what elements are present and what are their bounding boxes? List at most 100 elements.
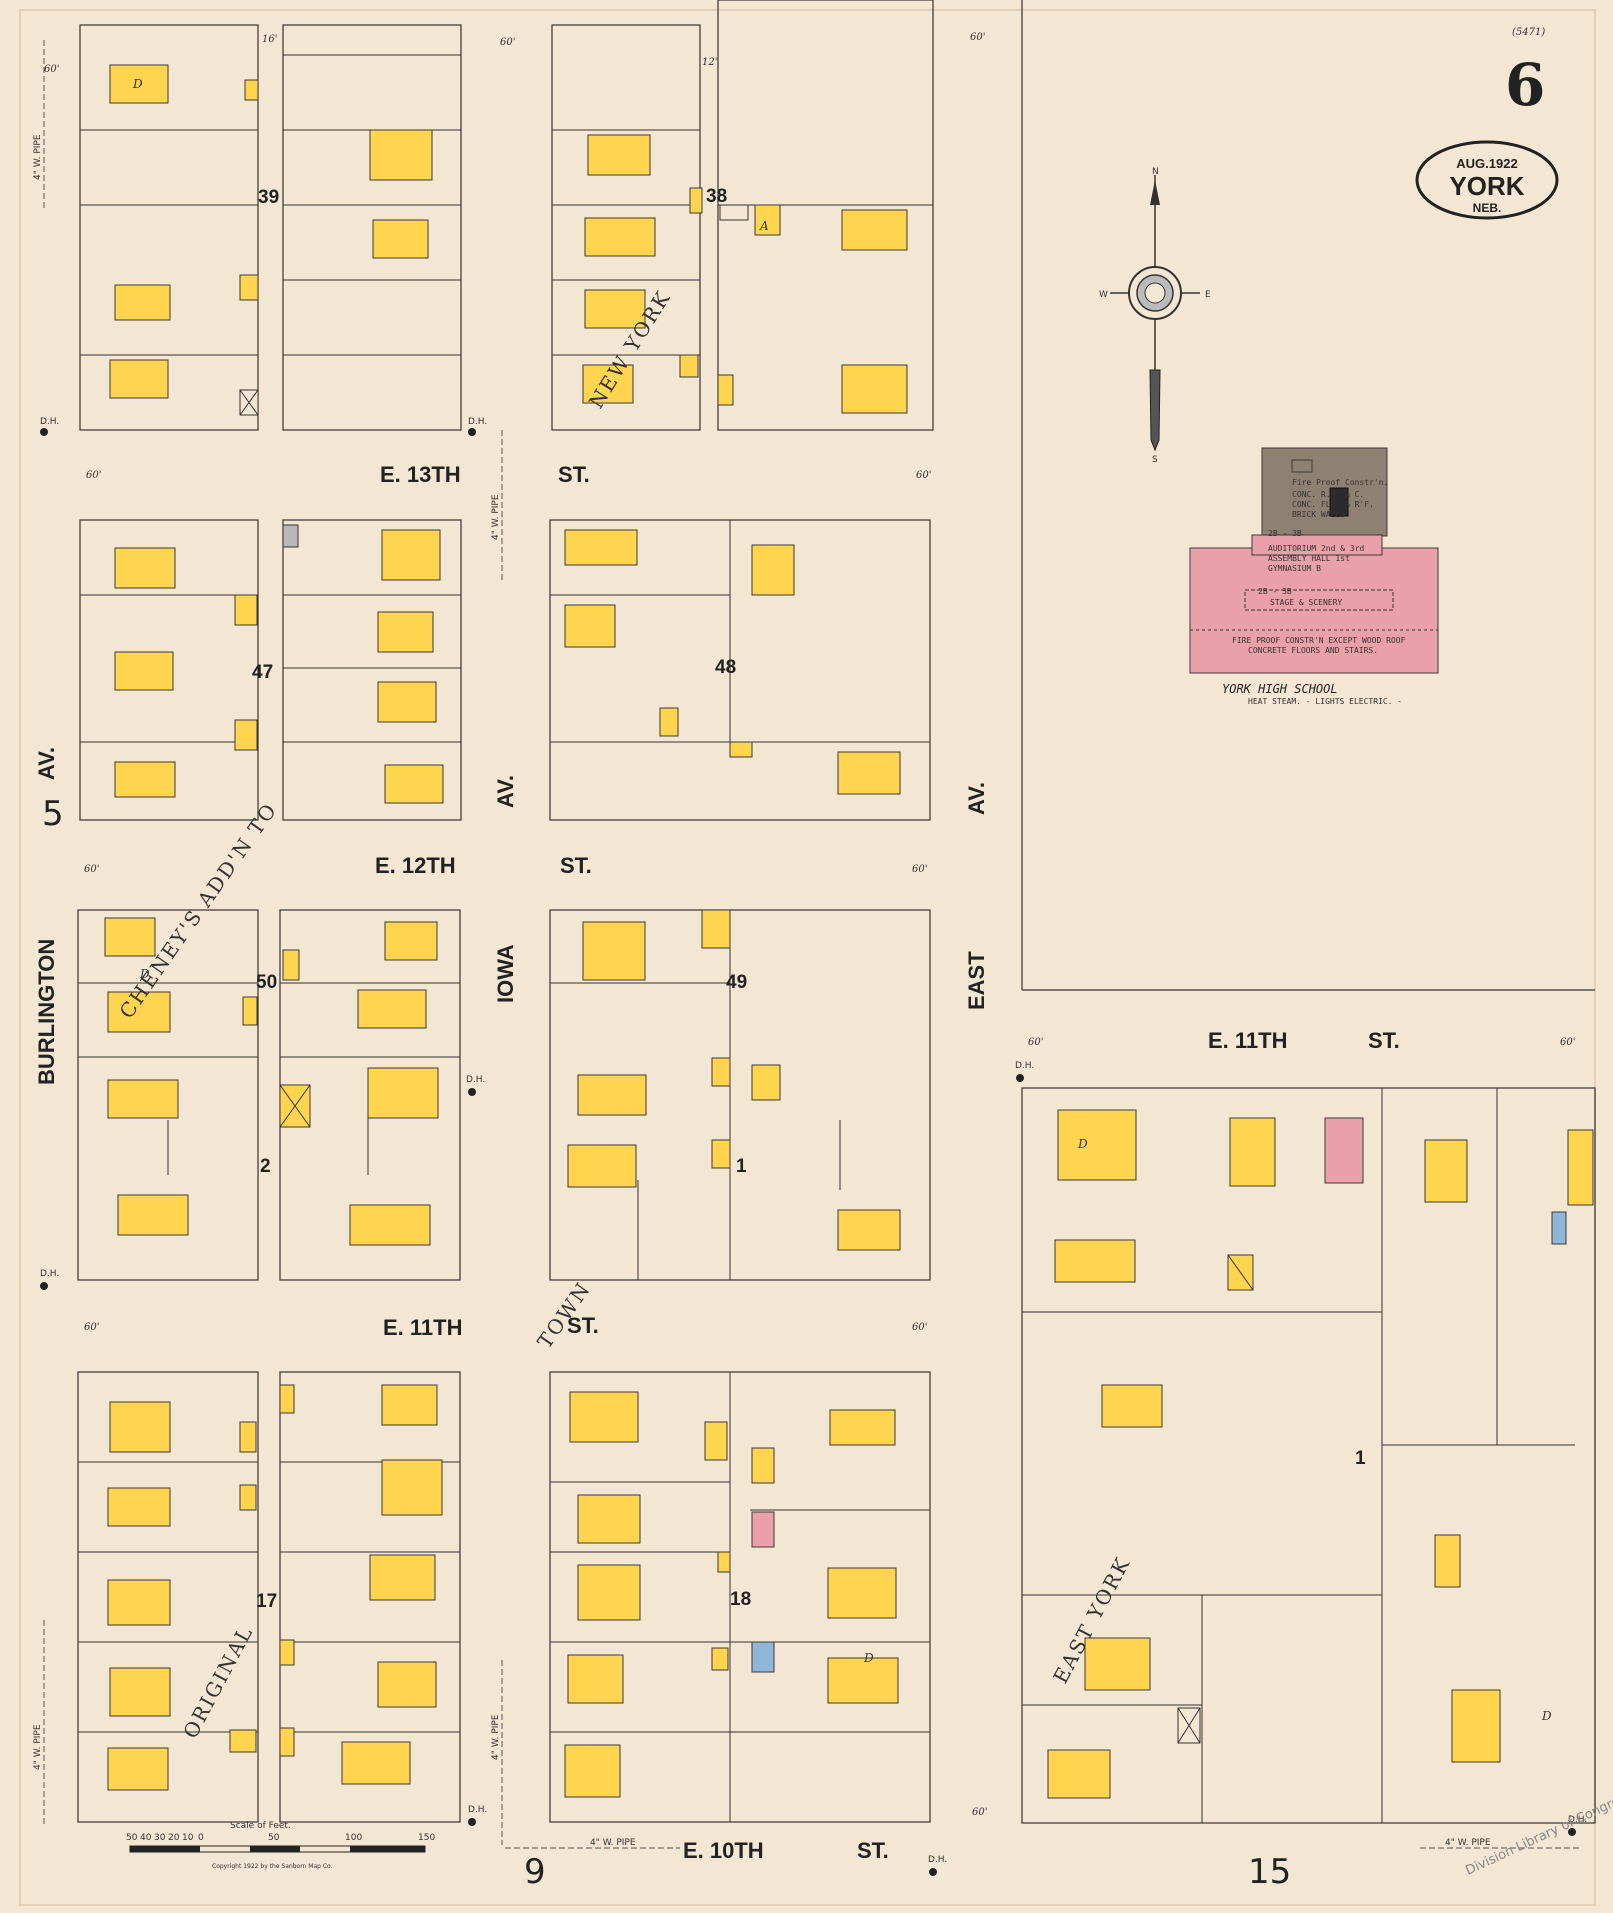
block-38 bbox=[551, 0, 934, 431]
block-number-2: 2 bbox=[260, 1156, 271, 1177]
street-width-label: 16' bbox=[262, 34, 277, 45]
block-50 bbox=[77, 909, 461, 1281]
scale-tick: 20 bbox=[168, 1833, 180, 1843]
block-east-york-1 bbox=[1021, 1087, 1596, 1824]
map-state: NEB. bbox=[1473, 201, 1502, 215]
map-border bbox=[19, 9, 1596, 1906]
hydrant-icon bbox=[40, 428, 48, 436]
hydrant-label: D.H. bbox=[468, 1805, 487, 1815]
block-number-1: 1 bbox=[736, 1156, 747, 1177]
hydrant-icon bbox=[468, 1088, 476, 1096]
dwelling-tag: D bbox=[139, 967, 150, 981]
scale-tick: 0 bbox=[198, 1833, 204, 1843]
copyright: Copyright 1922 by the Sanborn Map Co. bbox=[212, 1863, 333, 1870]
pipe-label-2: 4" W. PIPE bbox=[491, 494, 501, 540]
street-width-label: 60' bbox=[912, 864, 927, 875]
block-number-39: 39 bbox=[258, 187, 279, 208]
dwelling-tag: D bbox=[863, 1651, 874, 1665]
dwelling-tag: D bbox=[1077, 1137, 1088, 1151]
school-title: YORK HIGH SCHOOL bbox=[1222, 682, 1338, 696]
svg-text:N: N bbox=[1152, 167, 1159, 177]
svg-text:E: E bbox=[1205, 290, 1211, 300]
block-48 bbox=[549, 519, 931, 821]
street-width-label: 60' bbox=[1028, 1037, 1043, 1048]
street-burlington-av: AV. bbox=[34, 747, 59, 780]
school-annex-note: Fire Proof Constr'n. bbox=[1292, 478, 1388, 487]
street-width-label: 60' bbox=[912, 1322, 927, 1333]
hydrant-icon bbox=[1568, 1828, 1576, 1836]
hydrant-label: D.H. bbox=[1568, 1815, 1587, 1825]
hydrant-label: D.H. bbox=[466, 1075, 485, 1085]
dwelling-tag: D bbox=[1541, 1709, 1552, 1723]
dwelling-tag: D bbox=[132, 77, 143, 91]
street-iowa-av: AV. bbox=[493, 775, 518, 808]
pipe-label-4: 4" W. PIPE bbox=[491, 1714, 501, 1760]
street-e13: E. 13TH bbox=[380, 462, 461, 487]
auto-tag: A bbox=[759, 219, 769, 233]
adjacent-sheet-left: 5 bbox=[42, 794, 64, 834]
street-e10-st: ST. bbox=[857, 1838, 889, 1863]
block-number-49: 49 bbox=[726, 972, 747, 993]
hydrant-icon bbox=[929, 1868, 937, 1876]
street-e11-st: ST. bbox=[567, 1313, 599, 1338]
adjacent-sheet-bottom-left: 9 bbox=[524, 1852, 546, 1892]
school-stage-stories: 2B - 3B bbox=[1258, 587, 1292, 596]
school-auditorium: AUDITORIUM 2nd & 3rd bbox=[1268, 544, 1365, 553]
hydrant-label: D.H. bbox=[1015, 1061, 1034, 1071]
school-construction-2: CONCRETE FLOORS AND STAIRS. bbox=[1248, 646, 1378, 655]
school-construction-1: FIRE PROOF CONSTR'N EXCEPT WOOD ROOF bbox=[1232, 636, 1406, 645]
block-39 bbox=[79, 24, 462, 431]
school-subtitle: HEAT STEAM. - LIGHTS ELECTRIC. - bbox=[1248, 697, 1402, 706]
scale-label: Scale of Feet. bbox=[230, 1821, 291, 1831]
scale-tick: 150 bbox=[418, 1833, 435, 1843]
scale-tick: 10 bbox=[182, 1833, 194, 1843]
sheet-reference: (5471) bbox=[1512, 27, 1545, 38]
block-number-50: 50 bbox=[256, 972, 277, 993]
block-number-48: 48 bbox=[715, 657, 736, 678]
street-width-label: 60' bbox=[916, 470, 931, 481]
street-east: EAST bbox=[964, 951, 989, 1010]
block-number-38: 38 bbox=[706, 186, 727, 207]
block-47 bbox=[79, 519, 462, 821]
street-width-label: 12' bbox=[702, 57, 717, 68]
block-18 bbox=[549, 1371, 931, 1823]
scale-tick: 40 bbox=[140, 1833, 152, 1843]
street-e12-st: ST. bbox=[560, 853, 592, 878]
school-annex-detail-1: CONC. R.M. & C. bbox=[1292, 490, 1364, 499]
street-e11: E. 11TH bbox=[383, 1315, 462, 1340]
block-number-47: 47 bbox=[252, 662, 273, 683]
map-town: YORK bbox=[1449, 171, 1524, 201]
hydrant-icon bbox=[468, 428, 476, 436]
street-e11-east-st: ST. bbox=[1368, 1028, 1400, 1053]
block-17 bbox=[77, 1371, 461, 1823]
hydrant-label: D.H. bbox=[40, 1269, 59, 1279]
block-number-east-1: 1 bbox=[1355, 1448, 1366, 1469]
street-width-label: 60' bbox=[972, 1807, 987, 1818]
street-burlington: BURLINGTON bbox=[34, 939, 59, 1085]
street-width-label: 60' bbox=[970, 32, 985, 43]
street-width-label: 60' bbox=[500, 37, 515, 48]
scale-tick: 50 bbox=[268, 1833, 280, 1843]
title-cartouche: AUG.1922 YORK NEB. bbox=[1415, 140, 1559, 220]
street-iowa: IOWA bbox=[493, 944, 518, 1003]
block-number-17: 17 bbox=[256, 1591, 277, 1612]
hydrant-icon bbox=[468, 1818, 476, 1826]
school-annex-detail-3: BRICK WALLS bbox=[1292, 510, 1345, 519]
scale-tick: 50 bbox=[126, 1833, 138, 1843]
scale-tick: 30 bbox=[154, 1833, 166, 1843]
map-date: AUG.1922 bbox=[1456, 156, 1517, 171]
school-gym: GYMNASIUM B bbox=[1268, 564, 1321, 573]
sheet-number: 6 bbox=[1505, 51, 1545, 119]
school-stories: 2B - 3B bbox=[1268, 529, 1302, 538]
school-assembly: ASSEMBLY HALL 1st bbox=[1268, 554, 1350, 563]
street-width-label: 60' bbox=[86, 470, 101, 481]
hydrant-label: D.H. bbox=[928, 1855, 947, 1865]
pipe-label-1: 4" W. PIPE bbox=[33, 134, 43, 180]
compass-rose-icon: N E W S bbox=[1099, 167, 1211, 465]
street-e12: E. 12TH bbox=[375, 853, 456, 878]
street-width-label: 60' bbox=[44, 64, 59, 75]
svg-text:S: S bbox=[1152, 455, 1158, 465]
hydrant-icon bbox=[1016, 1074, 1024, 1082]
york-high-school: Fire Proof Constr'n. CONC. R.M. & C. CON… bbox=[1189, 447, 1439, 706]
